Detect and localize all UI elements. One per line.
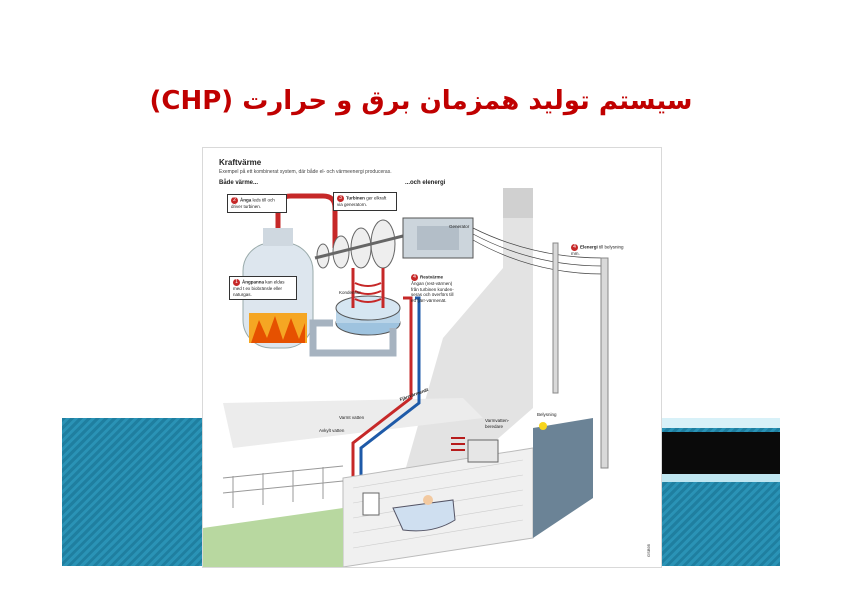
label-varmt-vatten: Varmt vatten xyxy=(339,415,365,420)
step-1-number: 1 xyxy=(233,279,240,286)
turbine xyxy=(314,219,404,269)
wall-top xyxy=(503,188,533,218)
diagram-title: Kraftvärme xyxy=(219,158,262,167)
utility-pole-2 xyxy=(552,242,559,394)
step-3-number: 3 xyxy=(337,195,344,202)
step-3-title: Turbinen xyxy=(346,195,365,201)
step-1-text: kan eldas med t ex biobränsle eller natu… xyxy=(233,279,285,297)
heading-electricity: ...och elenergi xyxy=(405,180,446,186)
label-belysning: Belysning xyxy=(537,412,557,417)
water-heater xyxy=(451,437,499,463)
light-bulb xyxy=(539,422,547,430)
decorative-band-highlight xyxy=(660,418,780,428)
generator xyxy=(402,217,474,259)
elenergi-title: Elenergi xyxy=(580,244,598,250)
step-3-text: ger elkraft via generatorn. xyxy=(337,195,387,207)
step-2-text: leds till och driver turbinen. xyxy=(231,197,275,209)
chp-diagram: Kraftvärme Exempel på ett kombinerat sys… xyxy=(202,147,662,568)
slide-title: سیستم تولید همزمان برق و حرارت (CHP) xyxy=(149,86,693,116)
fence xyxy=(222,465,344,508)
step-2-number: 2 xyxy=(231,197,238,204)
step-1-title: Ångpanna xyxy=(242,279,264,285)
condenser xyxy=(335,268,401,336)
step-4-text: Ångan (rest-värmen) från turbinen konden… xyxy=(411,281,454,303)
chp-illustration xyxy=(203,188,609,567)
ground-platform xyxy=(223,398,483,448)
step-4-title: Restvärme xyxy=(420,274,444,280)
label-generator: Generator xyxy=(449,224,470,229)
step-2-title: Ånga xyxy=(240,197,252,203)
figure-code: GSB95 xyxy=(646,544,652,557)
decorative-band-black xyxy=(660,432,780,474)
heading-heat: Både värme... xyxy=(219,180,259,186)
grass xyxy=(203,508,343,567)
elenergi-text: till belysning mm. xyxy=(571,244,624,256)
label-varmvattenberedare: Varmvatten-beredare xyxy=(485,418,510,429)
decorative-band-left xyxy=(62,418,202,566)
elenergi-number: 4 xyxy=(571,244,578,251)
diagram-subtitle: Exempel på ett kombinerat system, där bå… xyxy=(219,169,392,175)
label-avkylt-vatten: Avkylt vatten xyxy=(319,428,345,433)
return-pipe xyxy=(309,319,397,357)
boiler xyxy=(242,228,314,349)
toilet xyxy=(362,492,380,516)
power-lines xyxy=(472,227,604,275)
step-4-number: 4 xyxy=(411,274,418,281)
bathtub xyxy=(392,495,456,532)
house-side xyxy=(533,418,593,538)
utility-pole xyxy=(600,257,609,469)
label-kondensor: Kondensor xyxy=(339,290,361,295)
decorative-band-cyan xyxy=(660,474,780,482)
